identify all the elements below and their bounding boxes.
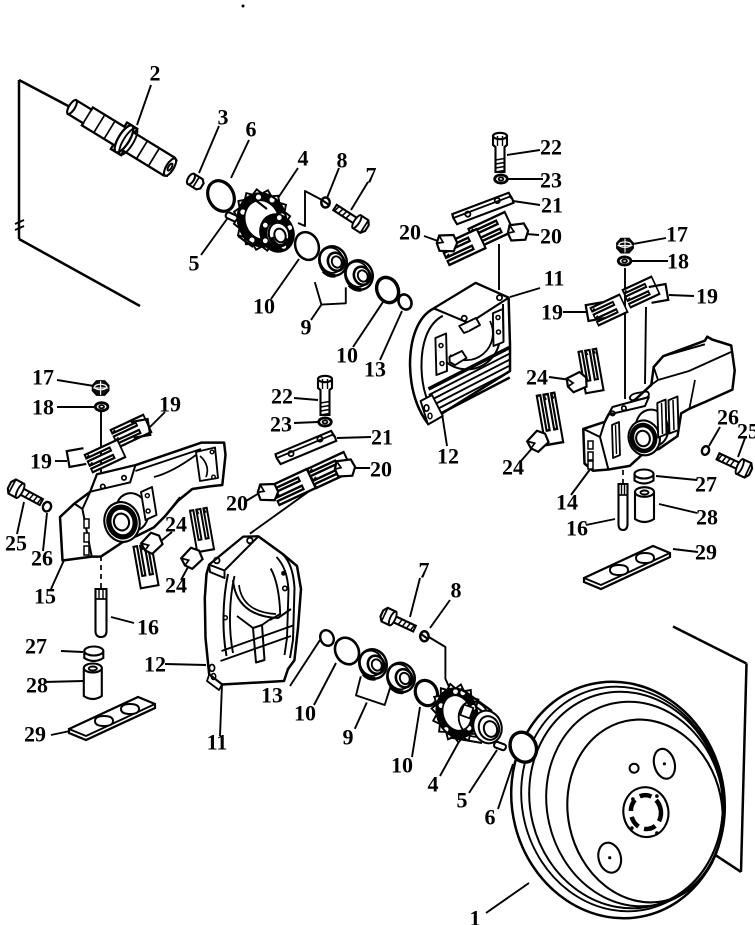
svg-text:24: 24 [526, 365, 548, 390]
svg-text:29: 29 [24, 722, 46, 747]
svg-text:18: 18 [667, 249, 689, 274]
svg-text:3: 3 [218, 105, 229, 130]
svg-text:24: 24 [165, 512, 187, 537]
svg-text:5: 5 [189, 251, 200, 276]
svg-text:10: 10 [391, 753, 413, 778]
svg-text:8: 8 [451, 578, 462, 603]
svg-text:19: 19 [159, 392, 181, 417]
svg-text:16: 16 [137, 615, 159, 640]
svg-text:10: 10 [336, 343, 358, 368]
svg-text:7: 7 [366, 163, 377, 188]
svg-text:14: 14 [556, 490, 578, 515]
svg-text:17: 17 [666, 222, 688, 247]
svg-text:28: 28 [26, 673, 48, 698]
svg-text:4: 4 [428, 772, 439, 797]
svg-text:23: 23 [270, 412, 292, 437]
svg-text:9: 9 [343, 725, 354, 750]
svg-text:13: 13 [261, 683, 283, 708]
svg-text:19: 19 [30, 449, 52, 474]
svg-text:4: 4 [298, 146, 309, 171]
svg-text:13: 13 [364, 357, 386, 382]
svg-text:25: 25 [5, 531, 27, 556]
svg-text:12: 12 [144, 652, 166, 677]
svg-text:24: 24 [165, 573, 187, 598]
svg-text:16: 16 [566, 516, 588, 541]
svg-text:22: 22 [540, 135, 562, 160]
svg-text:26: 26 [717, 405, 739, 430]
svg-text:26: 26 [31, 546, 53, 571]
svg-text:11: 11 [207, 730, 228, 755]
svg-text:17: 17 [32, 365, 54, 390]
svg-text:20: 20 [399, 220, 421, 245]
svg-text:18: 18 [32, 395, 54, 420]
svg-text:2: 2 [150, 61, 161, 86]
svg-text:23: 23 [540, 168, 562, 193]
svg-text:1: 1 [470, 906, 481, 925]
svg-text:25: 25 [737, 419, 755, 444]
svg-text:15: 15 [34, 584, 56, 609]
svg-text:19: 19 [696, 284, 718, 309]
svg-text:6: 6 [246, 117, 257, 142]
svg-text:22: 22 [271, 384, 293, 409]
svg-text:24: 24 [502, 455, 524, 480]
svg-text:5: 5 [457, 788, 468, 813]
svg-text:8: 8 [337, 148, 348, 173]
svg-text:9: 9 [301, 315, 312, 340]
svg-text:28: 28 [696, 505, 718, 530]
svg-text:10: 10 [294, 701, 316, 726]
svg-text:27: 27 [695, 472, 717, 497]
svg-text:21: 21 [371, 425, 393, 450]
svg-text:7: 7 [419, 558, 430, 583]
svg-text:19: 19 [541, 300, 563, 325]
svg-text:20: 20 [370, 457, 392, 482]
svg-text:6: 6 [485, 805, 496, 830]
svg-text:21: 21 [541, 193, 563, 218]
svg-text:29: 29 [695, 540, 717, 565]
svg-text:10: 10 [253, 294, 275, 319]
svg-text:27: 27 [25, 634, 47, 659]
svg-text:12: 12 [437, 444, 459, 469]
svg-text:20: 20 [540, 224, 562, 249]
svg-text:11: 11 [544, 266, 565, 291]
svg-text:20: 20 [226, 491, 248, 516]
